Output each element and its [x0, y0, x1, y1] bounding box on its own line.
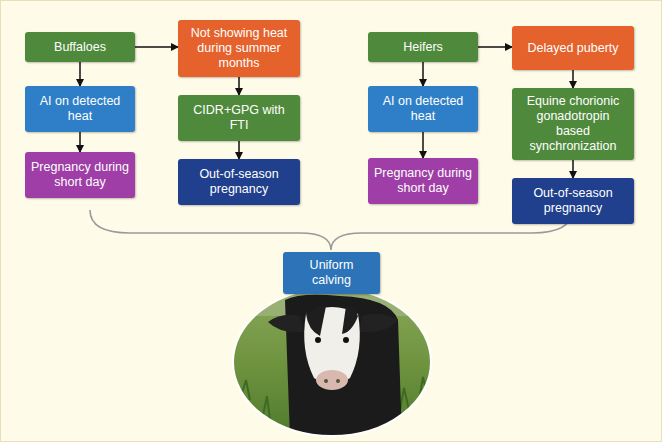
group-box: Buffaloes: [25, 32, 135, 62]
arrow-connector: [79, 62, 81, 86]
arrow-connector: [238, 77, 240, 95]
problem-box: Delayed puberty: [512, 26, 634, 70]
box-label: AI on detected heat: [374, 94, 472, 124]
arrow-connector: [422, 132, 424, 158]
box-label: Delayed puberty: [527, 41, 618, 56]
outcome-box: Pregnancy during short day: [25, 152, 135, 198]
box-label: Not showing heat during summer months: [184, 26, 294, 71]
outcome-box: Pregnancy during short day: [368, 158, 478, 204]
box-label: Equine chorionic gonadotropin based sync…: [518, 94, 628, 154]
box-label: AI on detected heat: [31, 94, 129, 124]
treatment-box: CIDR+GPG with FTI: [178, 95, 300, 141]
calf-photo: [230, 286, 435, 438]
result-box: Uniform calving: [283, 252, 380, 294]
outcome-box: Out-of-season pregnancy: [178, 159, 300, 205]
arrow-connector: [478, 46, 512, 48]
problem-box: Not showing heat during summer months: [178, 20, 300, 77]
outcome-box: Out-of-season pregnancy: [512, 178, 634, 224]
group-box: Heifers: [368, 32, 478, 62]
brace: [90, 210, 572, 250]
box-label: CIDR+GPG with FTI: [184, 103, 294, 133]
arrow-connector: [79, 132, 81, 152]
box-label: Out-of-season pregnancy: [184, 167, 294, 197]
box-label: Pregnancy during short day: [374, 166, 472, 196]
arrow-connector: [572, 70, 574, 88]
box-label: Uniform calving: [289, 258, 374, 288]
arrow-connector: [572, 160, 574, 178]
method-box: AI on detected heat: [25, 86, 135, 132]
box-label: Pregnancy during short day: [31, 160, 129, 190]
treatment-box: Equine chorionic gonadotropin based sync…: [512, 88, 634, 160]
method-box: AI on detected heat: [368, 86, 478, 132]
box-label: Out-of-season pregnancy: [518, 186, 628, 216]
arrow-connector: [238, 141, 240, 159]
arrow-connector: [422, 62, 424, 86]
arrow-connector: [135, 46, 178, 48]
box-label: Buffaloes: [54, 40, 106, 55]
box-label: Heifers: [403, 40, 443, 55]
